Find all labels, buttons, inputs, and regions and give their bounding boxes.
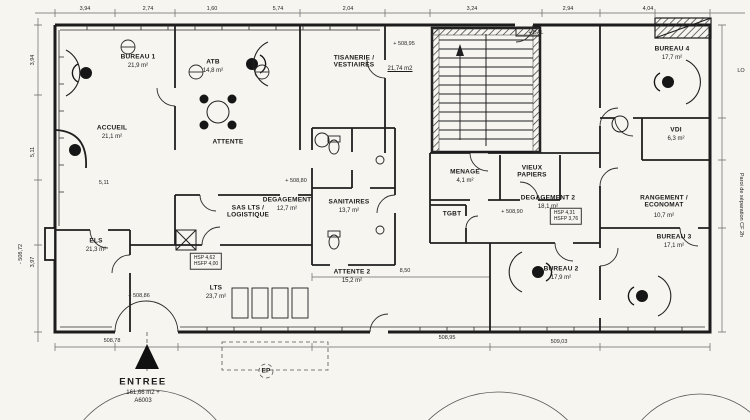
room-area-rangement: 10,7 m² [653,213,675,219]
room-label-degagement: DEGAGEMENT [262,196,312,204]
interior-walls [55,25,710,332]
dim-top-3: 5,74 [272,6,284,12]
entrance-arrow [135,344,159,369]
level-degagement: + 508,80 [285,178,307,184]
dim-left-1: 5,11 [30,146,36,158]
room-label-degagement2: DEGAGEMENT 2 [520,194,576,202]
note-fire-wall: Paroi de séparation CF 2h [738,172,744,238]
room-area-tisanerie: 21,74 m2 [387,66,413,72]
room-label-tgbt: TGBT [442,210,462,218]
note-lo: LO [737,68,745,74]
room-area-vdi: 6,3 m² [667,136,685,142]
room-area-entree: 161,66 m2 + [126,390,160,396]
dim-top-0: 3,94 [79,6,91,12]
room-label-sanitaires: SANITAIRES [328,198,370,206]
annex-blocks [44,17,712,261]
room-area-atb: 14,8 m² [202,68,224,74]
dim-top-7: 4,04 [642,6,654,12]
room-label-bureau2: BUREAU 2 [543,265,579,273]
room-label-rangement: RANGEMENT / ECONOMAT [640,194,688,209]
dim-inner-0: 5,11 [98,180,110,186]
room-label-vieux-papiers: VIEUX PAPIERS [517,164,547,179]
level-els: + 508,86 [128,293,150,299]
height-box1-line1: HSP 4,62 [193,254,216,261]
height-box2-line2: HSFP 3,76 [553,216,579,222]
room-label-sas-lts: SAS LTS / LOGISTIQUE [226,204,270,219]
dim-left-0: 3,94 [30,54,36,66]
height-box1-line2: HSFP 4,00 [193,261,219,267]
level-degagement2: + 508,90 [501,209,523,215]
dim-bottom-2: 509,03 [550,339,568,345]
room-label-lts: LTS [209,284,223,292]
dim-top-2: 1,60 [206,6,218,12]
room-label-entree: ENTREE [119,376,167,388]
dim-top-1: 2,74 [142,6,154,12]
room-label-atb: ATB [206,58,220,66]
window-glazing [58,25,705,332]
level-bal: + BAL [528,30,544,36]
height-box-1: HSP 4,62 HSFP 4,00 [189,252,223,270]
room-area-bureau2: 17,9 m² [550,275,572,281]
dim-bottom-0: 508,78 [103,338,121,344]
dim-bottom-1: 508,95 [438,335,456,341]
outer-walls [53,23,712,334]
storage-racks [231,287,309,319]
dim-top-5: 3,24 [466,6,478,12]
level-tisanerie: + 508,95 [393,41,415,47]
room-label-bureau3: BUREAU 3 [656,233,692,241]
room-area-bureau4: 17,7 m² [661,55,683,61]
label-ep: EP [261,367,271,375]
room-area-bureau3: 17,1 m² [663,243,685,249]
duct-shaft [175,229,197,251]
furniture [55,41,701,317]
room-label-bureau4: BUREAU 4 [654,45,690,53]
room-label-accueil: ACCUEIL [96,124,128,132]
height-box-2: HSP 4,31 HSFP 3,76 [549,207,583,225]
room-label-tisanerie: TISANERIE / VESTIAIRES [333,54,375,69]
room-area-degagement: 12,7 m² [276,206,298,212]
room-area-accueil: 21,1 m² [101,134,123,140]
room-area-degagement2: 18,1 m² [537,204,559,210]
room-ref-entree: A6003 [134,398,152,404]
room-area-bureau1: 21,9 m² [127,63,149,69]
room-area-sanitaires: 13,7 m² [338,208,360,214]
height-box2-line1: HSP 4,31 [553,209,576,216]
room-area-els: 21,3 m² [85,247,107,253]
room-area-lts: 23,7 m² [205,294,227,300]
room-area-menage: 4,1 m² [456,178,474,184]
door-swings [89,24,699,333]
room-area-attente2: 15,2 m² [341,278,363,284]
room-label-attente2: ATTENTE 2 [333,268,371,276]
construction-lines [83,332,750,420]
dim-inner-1: 8,50 [399,268,411,274]
dim-left-level: - 508,72 [18,243,24,265]
dim-top-6: 2,94 [562,6,574,12]
dim-top-4: 2,04 [342,6,354,12]
dim-left-2: 3,97 [30,256,36,268]
room-label-bureau1: BUREAU 1 [120,53,156,61]
room-label-els: ELS [89,237,103,245]
room-label-menage: MENAGE [450,168,480,176]
dimension-lines [34,9,745,351]
room-label-attente: ATTENTE [212,138,244,146]
detail-bubbles [120,39,270,80]
room-label-vdi: VDI [670,126,682,134]
staircase [430,26,542,154]
